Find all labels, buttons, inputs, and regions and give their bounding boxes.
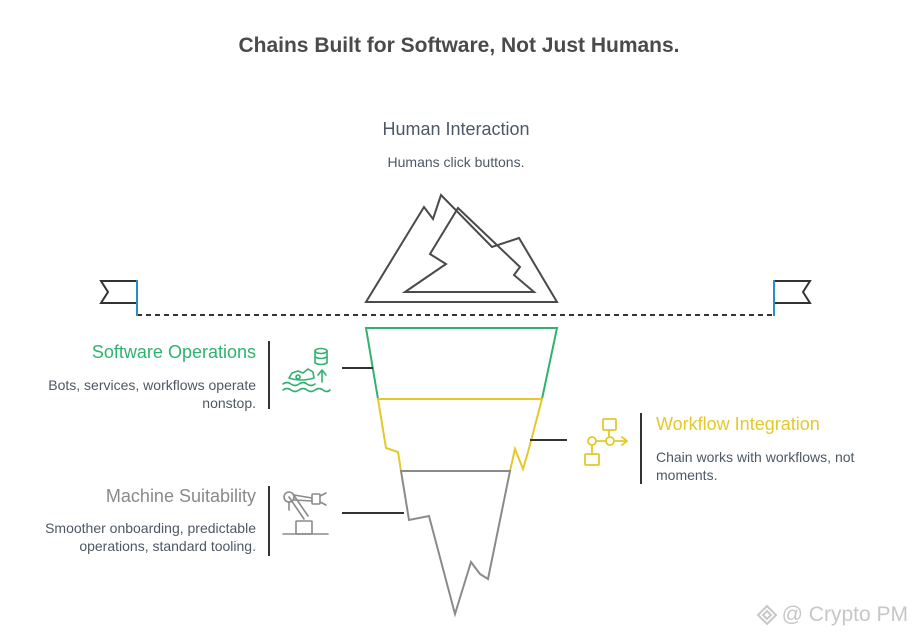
- database-gears-icon: [282, 347, 331, 393]
- workflow-connector: [530, 413, 642, 484]
- tip-heading: Human Interaction: [382, 119, 530, 139]
- machine-connector: [268, 486, 404, 556]
- software-layer: [364, 327, 559, 400]
- flowchart-icon: [584, 418, 628, 466]
- iceberg-tip: [364, 193, 559, 303]
- workflow-layer: [376, 398, 544, 473]
- machine-layer: [399, 470, 512, 618]
- watermark-text: @ Crypto PM: [781, 603, 908, 626]
- workflow-integration-description: Chain works with workflows, not moments.: [656, 449, 855, 483]
- software-operations-description: Bots, services, workflows operate nonsto…: [48, 377, 256, 411]
- right-flag-icon: [773, 280, 812, 316]
- watermark-logo-icon: [756, 605, 778, 626]
- workflow-integration-heading: Workflow Integration: [656, 414, 820, 434]
- software-connector: [268, 341, 373, 409]
- diagram-title: Chains Built for Software, Not Just Huma…: [238, 34, 680, 57]
- machine-suitability-heading: Machine Suitability: [105, 486, 256, 506]
- left-flag-icon: [99, 280, 138, 316]
- watermark: @ Crypto PM: [756, 603, 908, 627]
- machine-suitability-description: Smoother onboarding, predictable operati…: [45, 520, 256, 554]
- tip-description: Humans click buttons.: [387, 154, 525, 170]
- software-operations-heading: Software Operations: [91, 342, 256, 362]
- robot-arm-icon: [282, 491, 329, 535]
